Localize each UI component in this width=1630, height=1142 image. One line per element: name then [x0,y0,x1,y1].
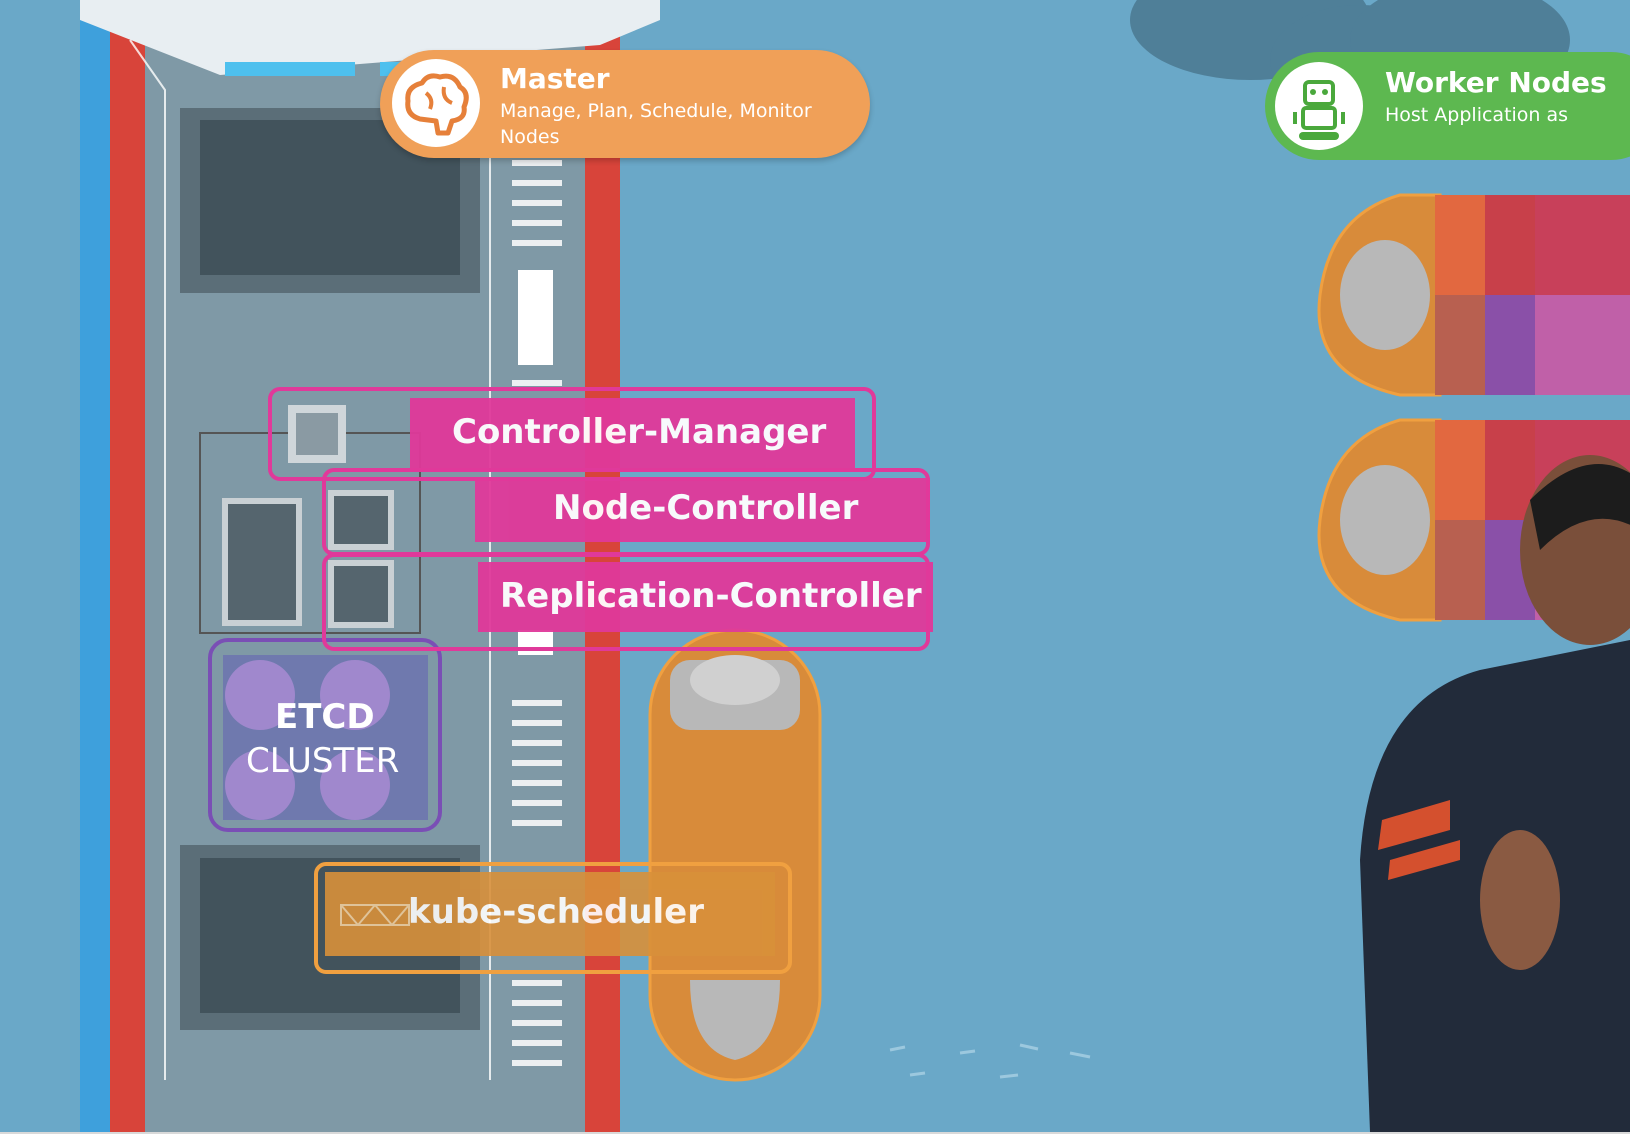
robot-icon [1293,80,1345,140]
etcd-cluster-graphic [208,638,442,832]
brain-icon [405,73,469,136]
node-controller-label: Node-Controller [475,478,930,542]
kube-scheduler-label: kube-scheduler [325,872,775,956]
etcd-subtitle: CLUSTER [246,741,400,781]
node-controller-text: Node-Controller [553,488,859,528]
orange-boat [648,628,822,1082]
bottom-divider [0,1132,1630,1134]
crane-icon [340,904,410,926]
master-title: Master [500,62,610,95]
presenter-figure [1360,455,1630,1132]
replication-controller-text: Replication-Controller [500,576,922,616]
controller-manager-text: Controller-Manager [452,412,827,452]
worker-title: Worker Nodes [1385,66,1607,99]
water-ripples [889,1043,1091,1079]
replication-controller-label: Replication-Controller [478,562,933,632]
master-subtitle-line2: Nodes [500,126,560,148]
etcd-title: ETCD [275,697,375,737]
master-subtitle-line1: Manage, Plan, Schedule, Monitor [500,100,812,122]
master-badge: Master Manage, Plan, Schedule, Monitor N… [380,50,870,158]
master-icon-circle [392,59,480,147]
worker-icon-circle [1275,62,1363,150]
worker-badge: Worker Nodes Host Application as [1265,52,1630,160]
worker-subtitle: Host Application as [1385,104,1569,126]
kube-scheduler-text: kube-scheduler [408,892,705,932]
controller-manager-label: Controller-Manager [410,398,855,470]
kube-scheduler-outline [314,862,792,974]
